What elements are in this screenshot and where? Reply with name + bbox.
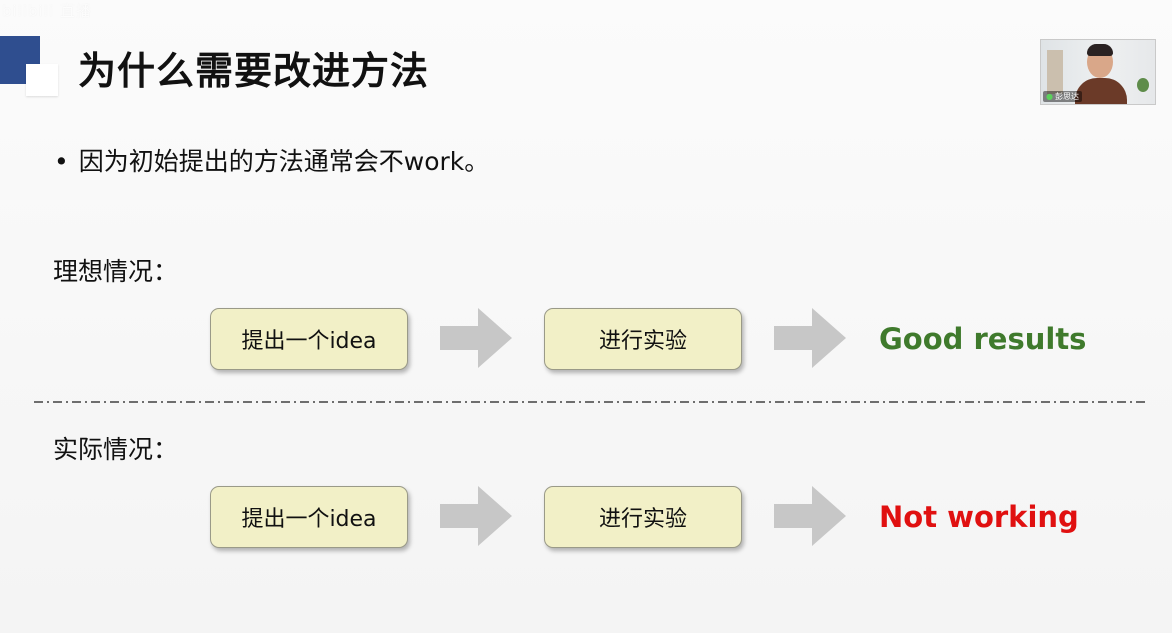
webcam-plant: [1137, 78, 1149, 92]
webcam-name-tag: ●彭思达: [1043, 91, 1082, 102]
microphone-icon: ●: [1046, 92, 1053, 101]
actual-result-not-working: Not working: [879, 500, 1079, 534]
webcam-bookshelf: [1047, 50, 1063, 94]
ideal-arrow-right-icon-2: [774, 308, 846, 368]
bullet-symbol: •: [54, 147, 69, 176]
bullet-point: • 因为初始提出的方法通常会不work。: [54, 142, 489, 178]
actual-arrow-right-icon-2: [774, 486, 846, 546]
ideal-step-propose-idea-text: 提出一个idea: [241, 329, 377, 354]
ideal-step-run-experiment: 进行实验: [544, 308, 742, 370]
bullet-text: 因为初始提出的方法通常会不work。: [78, 147, 490, 176]
actual-step-propose-idea-text: 提出一个idea: [241, 507, 377, 532]
webcam-presenter-hair: [1087, 44, 1113, 56]
dash-dot-divider: [34, 401, 1146, 403]
ideal-step-propose-idea: 提出一个idea: [210, 308, 408, 370]
ideal-result-good: Good results: [879, 322, 1087, 356]
ideal-case-label: 理想情况：: [53, 257, 179, 286]
actual-step-run-experiment-text: 进行实验: [598, 507, 687, 532]
bilibili-live-watermark: bilibili 直播: [2, 2, 92, 20]
webcam-presenter-body: [1075, 78, 1127, 104]
ideal-arrow-right-icon: [440, 308, 512, 368]
ideal-step-run-experiment-text: 进行实验: [598, 329, 687, 354]
actual-step-propose-idea: 提出一个idea: [210, 486, 408, 548]
actual-case-label: 实际情况：: [53, 435, 179, 464]
title-decoration-white-square: [26, 64, 58, 96]
webcam-overlay[interactable]: ●彭思达: [1040, 39, 1156, 105]
slide-title: 为什么需要改进方法: [78, 49, 430, 93]
actual-step-run-experiment: 进行实验: [544, 486, 742, 548]
actual-arrow-right-icon: [440, 486, 512, 546]
webcam-name-text: 彭思达: [1054, 92, 1079, 101]
